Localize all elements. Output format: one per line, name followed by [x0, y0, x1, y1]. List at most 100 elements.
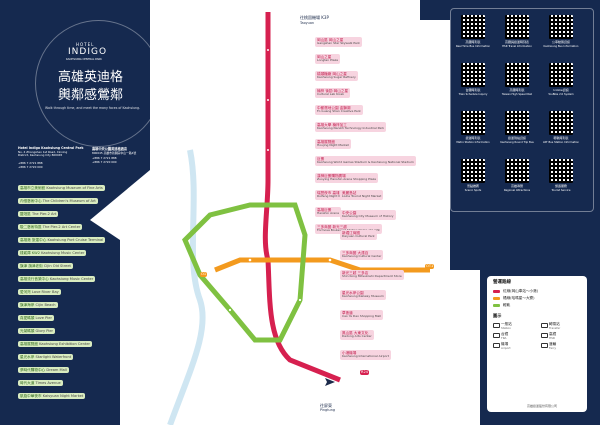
- station: [247, 257, 253, 263]
- legend-symbol-label: 轉乘站: [549, 322, 560, 326]
- attraction-tag-en: Cijin Beach: [35, 303, 56, 307]
- attraction-tag-zh: 楠梓 後勁 岡山之星: [317, 89, 349, 93]
- qr-code-icon[interactable]: [461, 111, 485, 135]
- attraction-tag-zh: 瑞豐夜市 高雄巨蛋: [317, 191, 347, 195]
- attraction-tag-en: Times Avenue: [35, 381, 61, 385]
- qr-code-icon[interactable]: [461, 15, 485, 39]
- attraction-tag-en: Cijin Old Street: [43, 264, 71, 268]
- attraction-tag-en: Kaohsiung Exhibition Center: [39, 342, 91, 346]
- attraction-tag-en: Kaohsiung World Games Stadium & Kaohsiun…: [317, 160, 414, 165]
- attraction-tag-zh: 星光水岸: [20, 355, 36, 359]
- qr-code-icon[interactable]: [549, 111, 573, 135]
- qr-caption-en: Taiwan High Speed Rail: [501, 93, 533, 96]
- qr-code-icon[interactable]: [505, 159, 529, 183]
- river: [167, 149, 206, 425]
- attraction-tag-green: 旗津 旗津老街 Cijin Old Street: [18, 263, 73, 270]
- legend-line-label: 紅線(岡山車站～小港): [503, 289, 539, 293]
- qr-caption-en: YouBike 2.0 System: [548, 93, 574, 96]
- qr-caption-en: Real Time Bus Information: [455, 45, 491, 48]
- attraction-tag-zh: 高雄大學 楠梓加工: [317, 123, 347, 127]
- qr-code-icon[interactable]: [549, 15, 573, 39]
- attraction-tag-en: Houjing Night Market: [317, 143, 349, 148]
- attraction-tag-green: 高雄市立美術館 Kaohsiung Museum of Fine Arts: [18, 185, 105, 192]
- attraction-tag-zh: 三多商圈 新光三越: [317, 225, 347, 229]
- attraction-tag-en: Gangshan Star Skywalk Park: [317, 41, 360, 46]
- qr-caption-zh: 旅遊服務: [554, 184, 567, 188]
- legend-line-label: 輕軌: [503, 303, 511, 307]
- attraction-tag-en: Dadong Arts Center: [342, 334, 372, 339]
- qr-code-icon[interactable]: [549, 159, 573, 183]
- qr-code-icon[interactable]: [549, 63, 573, 87]
- legend-symbol-label-en: Transfer: [549, 326, 561, 330]
- hotel-brand-sub: KAOHSIUNG CENTRAL PARK: [66, 58, 102, 61]
- attraction-tag-en: Starlight Waterfront: [35, 355, 72, 359]
- attraction-tag-en: Kaohsiung Railway Museum: [342, 294, 384, 299]
- qr-caption-en: Regional Attractions: [503, 189, 531, 192]
- attraction-tag-en: Kaohsiung City Museum of History: [342, 214, 394, 219]
- legend-symbol-label: 高鐵: [549, 332, 557, 336]
- legend-symbol-icon: [493, 332, 500, 338]
- attraction-tag-green: 愛河灣 Love River Bay: [18, 289, 61, 296]
- attraction-tag-green: 駁二藝術特區 The Pier-2 Art Center: [18, 224, 83, 231]
- attraction-tag-en: Shin Kong Mitsukoshi Department Store: [342, 274, 402, 279]
- qr-code-icon[interactable]: [505, 15, 529, 39]
- station: [266, 48, 270, 52]
- attraction-tag-green: 夢時代購物中心 Dream Mall: [18, 367, 69, 374]
- qr-caption-zh: 輕軌時刻表: [553, 136, 569, 140]
- qr-code-icon[interactable]: [461, 159, 485, 183]
- attraction-tag-zh: 旗津 旗津老街: [20, 264, 44, 268]
- attraction-tag-green: 高雄港 旅運中心 Kaohsiung Port Cruise Terminal: [18, 237, 106, 244]
- attraction-tag-zh: 中都濕地公園 金獅湖: [317, 106, 351, 110]
- attraction-tag-en: Hanshin Arena: [317, 211, 339, 216]
- attraction-tag-en: Fo Guang Shan Creative Park: [317, 109, 361, 114]
- attraction-tag-en: Kaohsiung Music Center: [49, 277, 94, 281]
- attraction-tag-zh: 星光水岸公園: [342, 291, 364, 295]
- hotel-address-zh: 800045 高雄市新興區中山一路4號: [92, 151, 137, 155]
- attraction-tag-zh: 愛河灣: [20, 290, 32, 294]
- legend-symbol-label: 機場: [501, 342, 509, 346]
- attraction-tag-en: Liuhe Tourist Night Market: [342, 194, 382, 199]
- legend-credit: 高雄捷運股份有限公司: [527, 404, 558, 408]
- attraction-tag-green: 鹽埕區 The Pier-2 Art: [18, 211, 59, 218]
- attraction-tag-en: Ruifeng Night Market: [317, 194, 349, 199]
- attraction-tag-zh: 巨蛋: [317, 157, 325, 161]
- station: [266, 98, 270, 102]
- attraction-tag-zh: 新堀江商圈: [342, 231, 360, 235]
- qr-code-icon[interactable]: [505, 111, 529, 135]
- attraction-tag-en: The Children's Museum of Art: [42, 199, 96, 203]
- legend-symbol-icon: [541, 342, 548, 348]
- legend-line-label: 橘線(哈瑪星～大寮): [503, 296, 535, 300]
- hotel-tel-en: +886 7 2721 888: [18, 161, 43, 165]
- hotel-fax-zh: +886 7 2720 000: [92, 160, 117, 164]
- compass-icon: [175, 5, 185, 23]
- attraction-tag-en: Kaohsiung Port Cruise Terminal: [47, 238, 104, 242]
- qr-code-icon[interactable]: [461, 63, 485, 87]
- attraction-tag-zh: 三多商圈 大遠百: [342, 251, 369, 255]
- legend-symbol-label: 台鐵: [501, 332, 509, 336]
- attraction-tag-en: Zuoying Hanshin Arena Shopping Plaza: [317, 177, 377, 182]
- qr-caption-zh: 台鐵時刻表: [465, 88, 481, 92]
- attraction-tag-en: Longtan Plaza: [317, 58, 339, 63]
- qr-caption-zh: U-bike資訊: [553, 88, 569, 92]
- attraction-tag-en: The Pier-2 Art Center: [42, 225, 81, 229]
- attraction-tag-en: The Pier-2 Art: [31, 212, 57, 216]
- qr-caption-en: Kaohsiung Bus Information: [543, 45, 579, 48]
- attraction-tag-zh: 棧貳庫 KW2: [20, 251, 42, 255]
- attraction-tag-green: 真愛碼頭 Love Pier: [18, 315, 54, 322]
- qr-code-icon[interactable]: [505, 63, 529, 87]
- attraction-tag-zh: 內惟藝術中心: [20, 199, 43, 203]
